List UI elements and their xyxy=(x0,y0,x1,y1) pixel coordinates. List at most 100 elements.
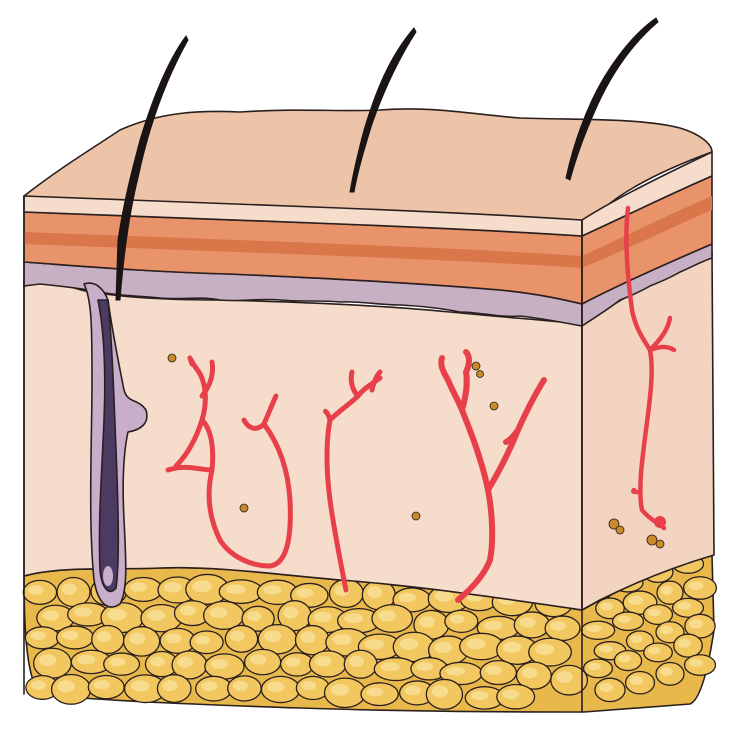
fat-cell-highlight xyxy=(57,680,75,693)
fat-cell-highlight xyxy=(521,667,538,679)
fat-cell-highlight xyxy=(263,585,282,595)
follicle-papilla xyxy=(103,566,113,586)
fat-layer xyxy=(22,554,718,713)
fat-cell-highlight xyxy=(179,605,197,616)
gland-dot-10 xyxy=(655,539,665,549)
vessel-2 xyxy=(323,369,383,593)
fat-cell-highlight xyxy=(313,611,332,623)
gland-dot-1 xyxy=(167,353,177,363)
fat-cell-highlight xyxy=(471,691,489,701)
fat-cell-highlight xyxy=(366,687,384,697)
fat-cell-highlight xyxy=(332,634,352,646)
fat-cell-highlight xyxy=(483,620,503,631)
gland-dot-3 xyxy=(411,511,421,521)
fat-cell-highlight xyxy=(688,581,704,591)
fat-cell-highlight xyxy=(349,655,364,667)
fat-cell-highlight xyxy=(419,616,435,628)
fat-cell-highlight xyxy=(434,590,453,602)
fat-cell-highlight xyxy=(30,680,46,690)
fat-cell-highlight xyxy=(380,662,400,672)
fat-cell-highlight xyxy=(330,683,350,696)
fat-cell-highlight xyxy=(28,585,44,595)
fat-cell-highlight xyxy=(502,689,520,700)
fat-cell-highlight xyxy=(446,666,466,676)
fat-cell-highlight xyxy=(296,588,314,598)
fat-cell-highlight xyxy=(629,675,643,685)
fat-cell-highlight xyxy=(210,658,229,669)
fat-cell-highlight xyxy=(660,585,673,595)
fat-cell-highlight xyxy=(628,595,644,606)
hair-2 xyxy=(349,27,417,193)
fat-cell-highlight xyxy=(30,631,46,641)
fat-cell-highlight xyxy=(416,662,433,672)
fat-cell-highlight xyxy=(77,654,96,665)
fat-cell-highlight xyxy=(485,665,502,675)
fat-cell-highlight xyxy=(404,685,421,696)
vessel-4-node xyxy=(654,516,666,528)
fat-cell-highlight xyxy=(230,630,245,642)
hair-follicle xyxy=(83,282,148,608)
fat-cell-highlight xyxy=(249,654,267,665)
fat-cell-highlight xyxy=(267,681,285,693)
fat-cell-highlight xyxy=(689,658,704,668)
fat-cell-highlight xyxy=(535,643,555,655)
fat-cell-highlight xyxy=(177,656,193,668)
fat-cell-highlight xyxy=(647,608,661,617)
fat-cell-highlight xyxy=(378,610,397,622)
gland-dot-7 xyxy=(608,518,620,530)
fat-cell-highlight xyxy=(344,613,364,624)
fat-cell-highlight xyxy=(165,633,182,644)
fat-cell-highlight xyxy=(434,641,453,654)
fat-cell-highlight xyxy=(502,641,522,654)
fat-cell-highlight xyxy=(129,582,148,592)
glands xyxy=(167,353,665,549)
epidermis-inner-band xyxy=(24,232,582,268)
gland-dot-2 xyxy=(239,503,249,513)
fat-cell-highlight xyxy=(600,602,613,611)
fat-cell-highlight xyxy=(128,632,146,645)
fat-cell-highlight xyxy=(599,682,614,693)
fat-cell-highlight xyxy=(195,635,210,645)
fat-cell-highlight xyxy=(367,586,383,598)
fat-cell-highlight xyxy=(107,608,127,621)
gland-dot-6 xyxy=(489,401,499,411)
fat-cell-highlight xyxy=(431,685,449,698)
fat-cell-highlight xyxy=(660,667,673,677)
fat-cell-highlight xyxy=(192,580,212,593)
fat-cell-highlight xyxy=(163,582,182,593)
fat-cell-highlight xyxy=(225,584,246,595)
fat-cell-highlight xyxy=(109,657,126,667)
fat-cell-highlight xyxy=(678,638,691,648)
fat-cell-highlight xyxy=(550,620,566,631)
fat-cell-highlight xyxy=(62,630,79,640)
fat-cell-highlight xyxy=(630,634,643,643)
vessel-4 xyxy=(624,205,677,531)
fat-cell-highlight xyxy=(201,681,218,692)
fat-cell-highlight xyxy=(449,614,465,624)
fat-cell-highlight xyxy=(660,625,673,635)
fat-cell-highlight xyxy=(586,624,602,633)
fat-cell-highlight xyxy=(150,656,165,667)
fat-cell-highlight xyxy=(587,662,601,671)
epidermis-side-band xyxy=(582,196,712,268)
gland-dot-9 xyxy=(646,534,658,546)
fat-cell-highlight xyxy=(62,583,77,595)
hairs xyxy=(115,17,659,301)
fat-cell-highlight xyxy=(73,607,93,617)
fat-cell-highlight xyxy=(398,592,416,603)
gland-dot-8 xyxy=(615,525,625,535)
hair-3 xyxy=(565,17,659,181)
fat-cell-highlight xyxy=(647,646,661,655)
fat-cell-highlight xyxy=(42,610,60,621)
fat-cell-highlight xyxy=(598,645,614,653)
fat-cell-highlight xyxy=(283,606,298,619)
fat-cell-highlight xyxy=(130,680,150,692)
fat-cell-highlight xyxy=(677,602,692,610)
skin-surface-side-lip xyxy=(581,151,713,237)
vessel-3 xyxy=(438,349,547,603)
fat-cell-highlight xyxy=(96,631,112,643)
fat-cell-highlight xyxy=(618,654,631,663)
follicle-bulb xyxy=(97,299,120,593)
